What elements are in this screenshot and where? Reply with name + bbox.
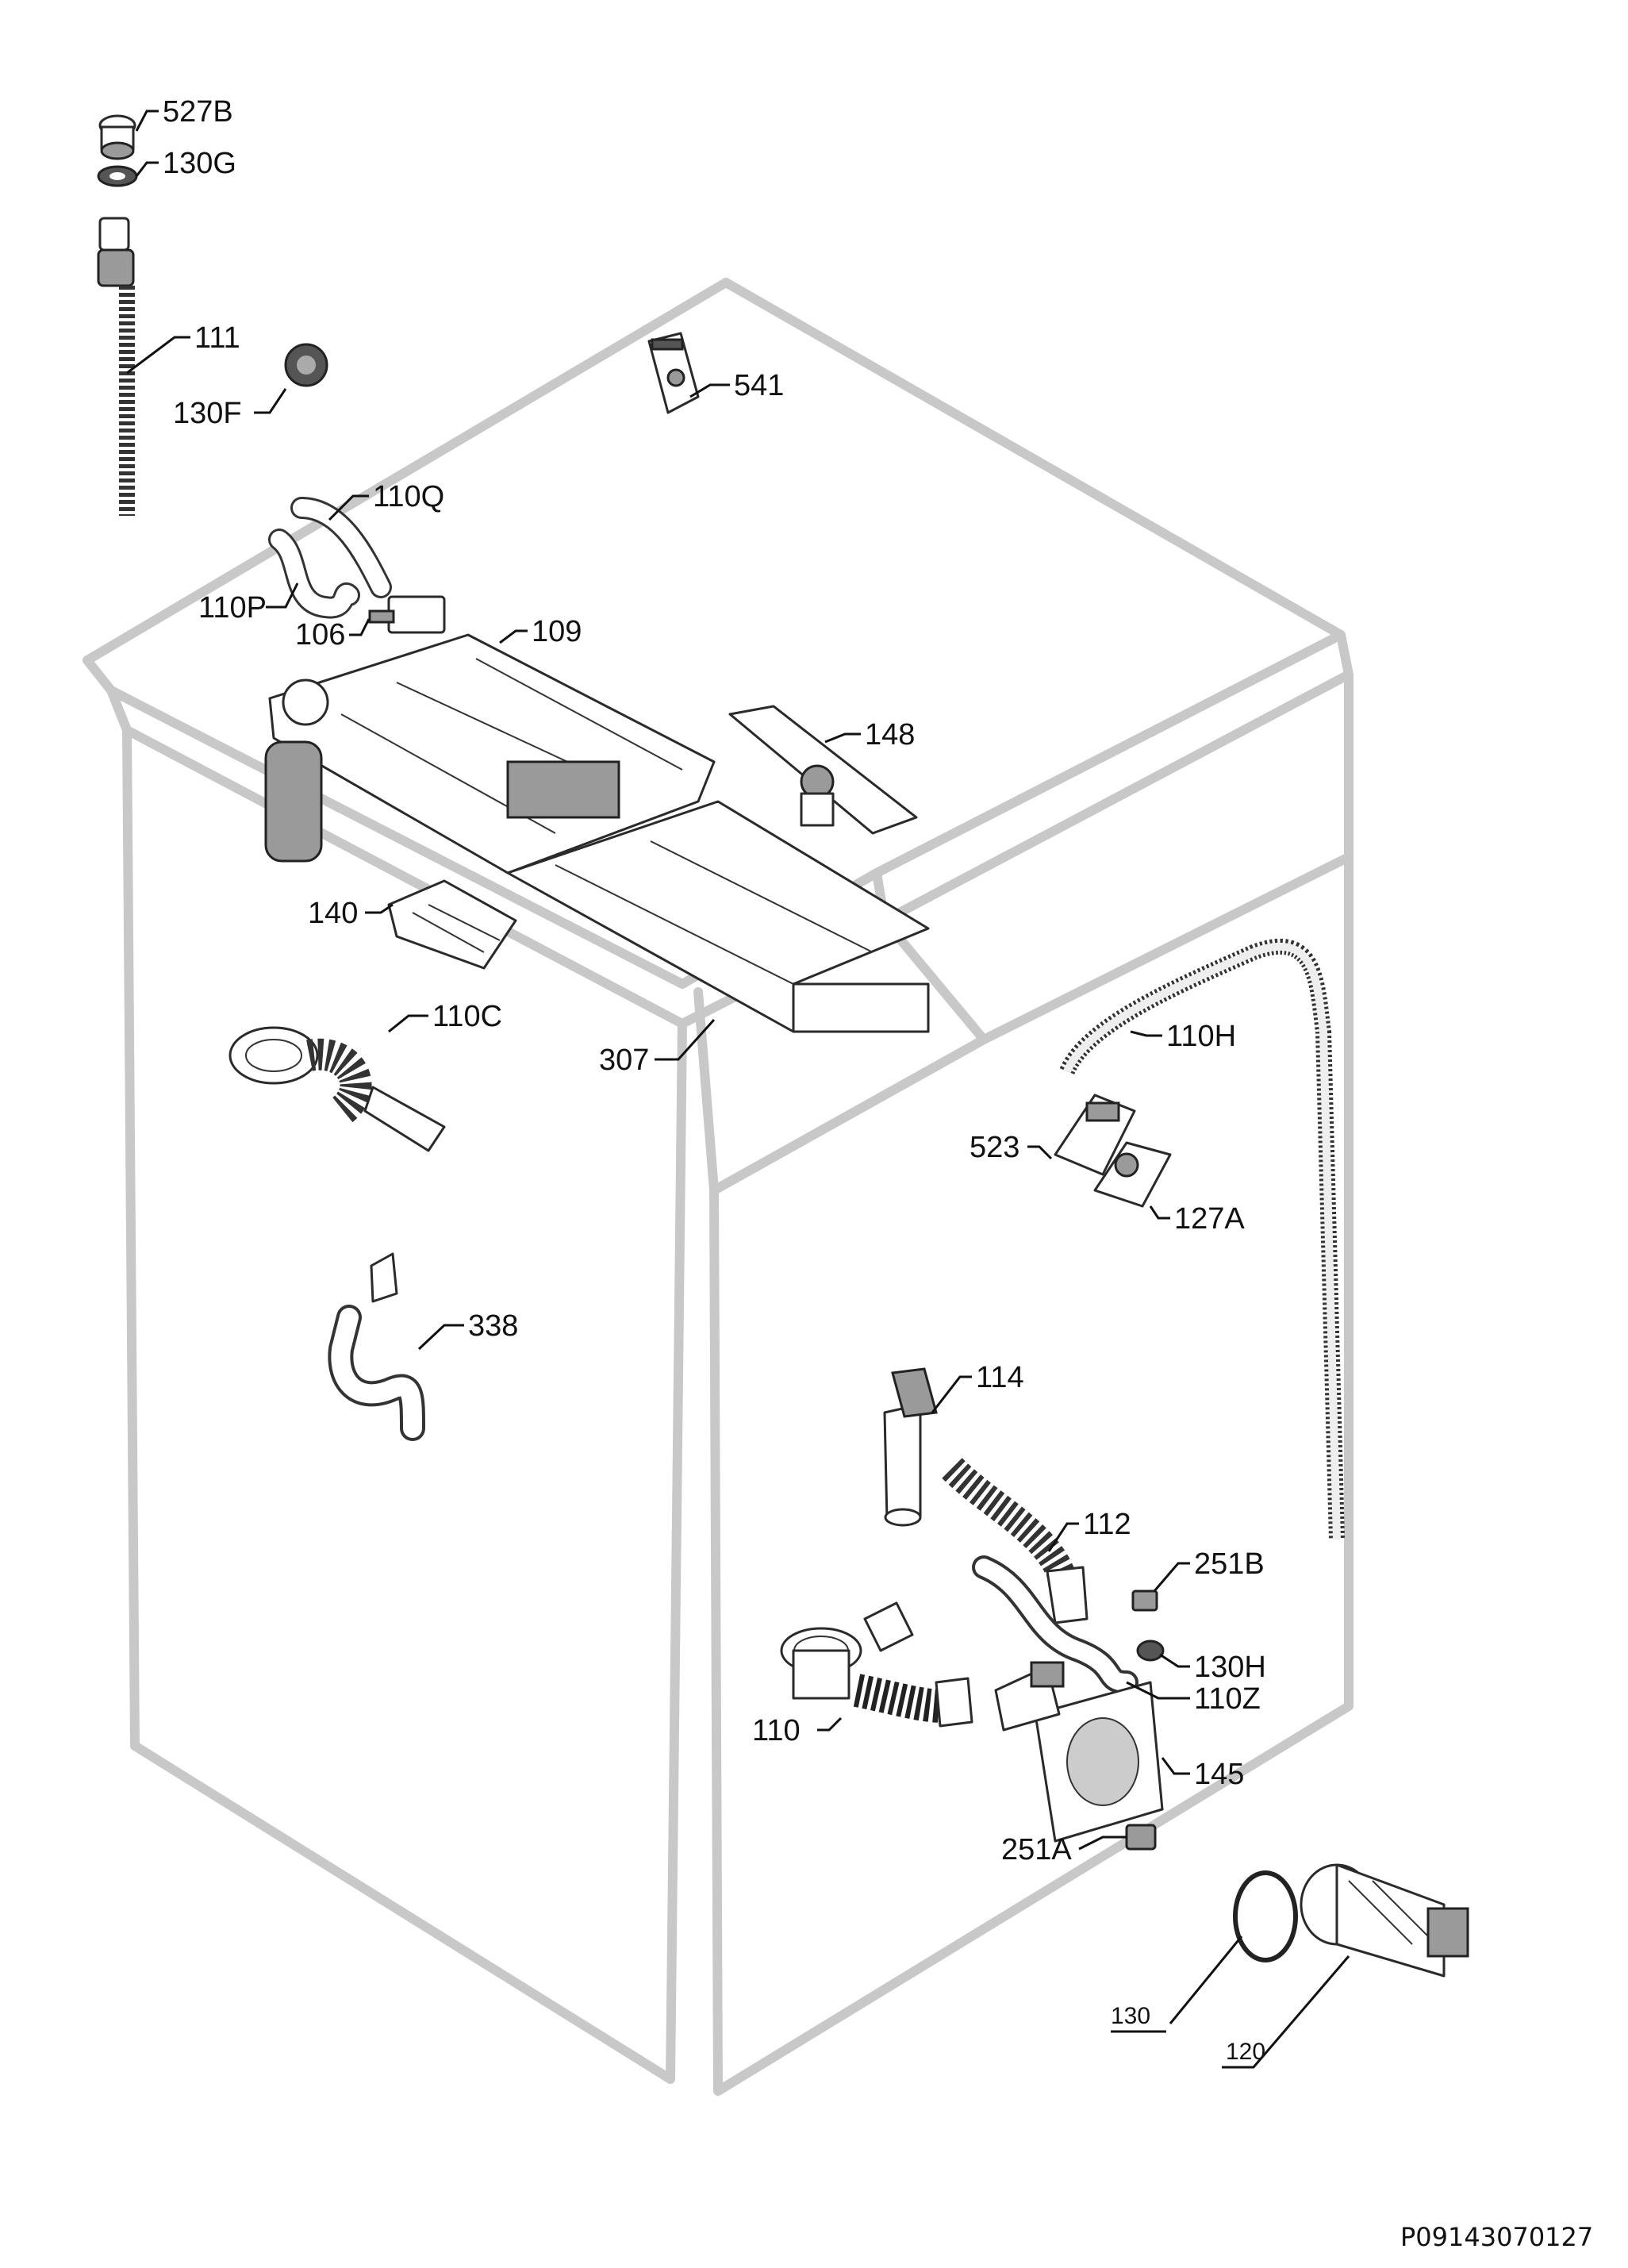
part-109-dispenser-housing (264, 633, 716, 875)
leader-lines (126, 110, 1350, 2069)
part-140 (387, 879, 517, 970)
callout-120: 120 (1226, 2039, 1265, 2065)
callout-110: 110 (752, 1714, 801, 1747)
callout-110h: 110H (1166, 1020, 1236, 1053)
part-130h (1136, 1639, 1165, 1662)
part-110z-hose (972, 1555, 1138, 1694)
callout-130: 130 (1111, 2003, 1150, 2029)
part-110 (780, 1601, 973, 1728)
part-148 (728, 705, 918, 835)
callout-523: 523 (970, 1131, 1019, 1164)
part-114 (883, 1367, 938, 1527)
part-127a (1093, 1141, 1172, 1208)
callout-110z: 110Z (1194, 1682, 1261, 1716)
part-110c (228, 1026, 446, 1152)
part-145-pump (994, 1661, 1164, 1843)
callout-140: 140 (308, 897, 358, 930)
callout-111: 111 (194, 321, 240, 355)
part-307-drawer (506, 800, 930, 1033)
part-112 (942, 1458, 1089, 1624)
part-130g (97, 165, 138, 187)
callout-527b: 527B (163, 95, 233, 129)
callout-112: 112 (1083, 1508, 1131, 1541)
callout-251b: 251B (1194, 1547, 1265, 1581)
part-523 (1054, 1094, 1136, 1176)
callout-130f: 130F (173, 397, 242, 430)
part-106 (368, 595, 446, 634)
callout-109: 109 (532, 615, 582, 648)
part-110h-hose (1059, 939, 1345, 1540)
part-130-ring (1233, 1870, 1298, 1962)
part-541 (647, 332, 700, 414)
part-111-inlet-hose (97, 217, 135, 516)
part-527b (98, 114, 136, 160)
callout-110c: 110C (432, 1000, 502, 1033)
callout-148: 148 (865, 718, 915, 752)
callout-145: 145 (1194, 1758, 1244, 1791)
callout-130g: 130G (163, 147, 236, 180)
part-251a (1125, 1824, 1157, 1851)
callout-106: 106 (295, 618, 345, 652)
callout-114: 114 (976, 1361, 1024, 1394)
part-338 (328, 1252, 425, 1441)
callout-127a: 127A (1174, 1202, 1245, 1236)
part-251b (1131, 1590, 1158, 1612)
callout-110p: 110P (198, 591, 267, 625)
part-110q-110p-hoses (268, 497, 392, 619)
callout-338: 338 (468, 1309, 518, 1343)
callout-541: 541 (734, 369, 784, 402)
part-120-filter (1300, 1863, 1469, 1978)
part-130f (284, 343, 328, 387)
callout-labels: 527B 130G 111 130F 541 110Q 110P 106 109… (163, 95, 1266, 2065)
callout-251a: 251A (1001, 1833, 1072, 1866)
callout-307: 307 (599, 1044, 649, 1077)
diagram-reference-code: P09143070127 (1400, 2222, 1593, 2252)
callout-110q: 110Q (373, 480, 444, 513)
callout-130h: 130H (1194, 1651, 1266, 1684)
cabinet-outline (83, 278, 1353, 2096)
